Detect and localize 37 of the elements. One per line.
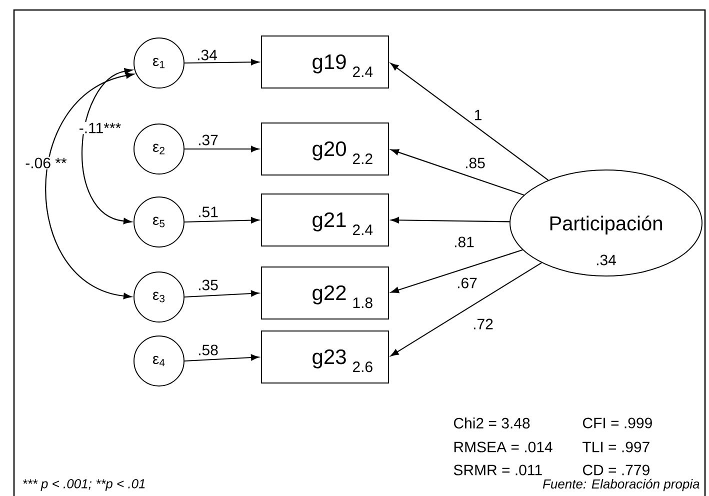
arrow [184, 290, 260, 298]
fit-statistic: SRMR = .011 [454, 464, 542, 476]
observed-variable-box: g21 2.4 [261, 194, 389, 246]
edge-label: -.11*** [78, 122, 122, 134]
fit-statistic: TLI = .997 [582, 442, 650, 452]
observed-variable-box: g22 1.8 [261, 266, 389, 320]
fit-statistic: RMSEA = .014 [454, 442, 552, 452]
edge-label: .37 [196, 134, 220, 146]
arrow [184, 217, 260, 224]
edge-label: .72 [472, 318, 494, 330]
arrow [184, 59, 260, 66]
arrow [390, 149, 524, 196]
arrow [390, 62, 549, 181]
arrow [390, 249, 523, 294]
arrow [82, 68, 133, 224]
edge-label: .51 [196, 206, 220, 218]
edge-label: .67 [456, 276, 478, 290]
fit-statistic: Chi2 = 3.48 [454, 418, 530, 428]
arrow [184, 146, 260, 152]
edge-label: .34 [196, 48, 218, 62]
edge-label: .58 [196, 344, 220, 356]
observed-variable-box: g20 2.2 [261, 122, 389, 176]
arrow [184, 354, 260, 362]
edge-label: .85 [464, 156, 486, 170]
edge-label: .35 [196, 278, 220, 292]
arrow [45, 72, 134, 300]
source-note: Fuente: Elaboración propia [542, 478, 700, 492]
fit-statistic: CFI = .999 [582, 418, 652, 428]
edge-label: .81 [452, 236, 476, 248]
arrow [390, 217, 510, 224]
fit-statistic: CD = .779 [582, 464, 650, 476]
significance-note: *** p < .001; **p < .01 [22, 479, 145, 491]
edge-label: 1 [472, 108, 484, 122]
observed-variable-box: g23 2.6 [261, 330, 389, 384]
arrow [390, 262, 542, 356]
observed-variable-box: g19 2.4 [261, 36, 389, 88]
edge-label: -.06 ** [24, 156, 68, 170]
